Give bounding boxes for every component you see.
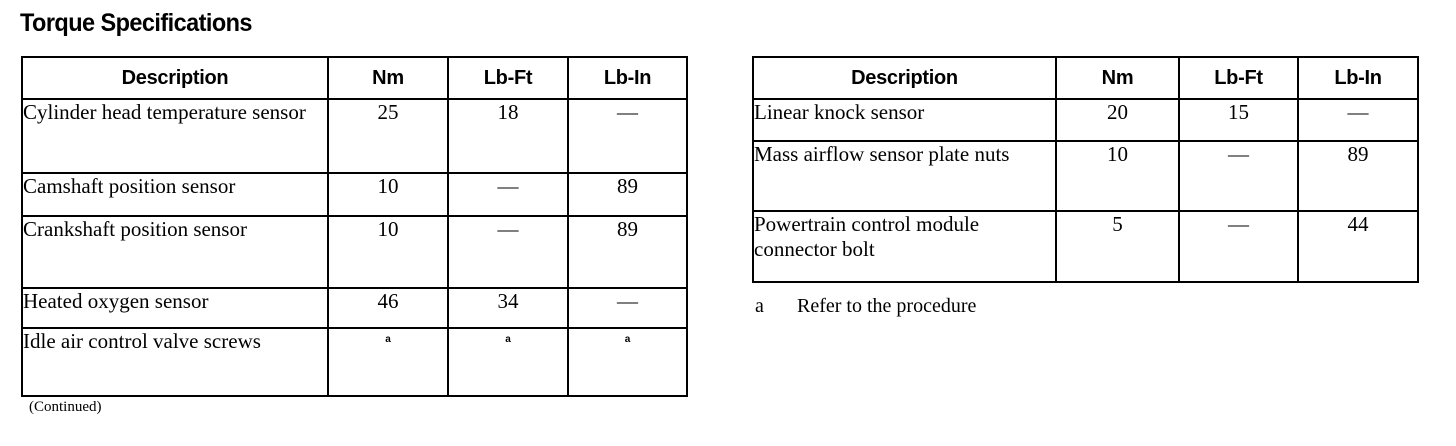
column-header-lbft: Lb-Ft [447,56,569,100]
cell-lbft: 18 [447,98,569,174]
cell-nm: 25 [327,98,449,174]
cell-description: Idle air control valve screws [21,327,329,397]
table-row: Crankshaft position sensor 10 — 89 [21,215,688,289]
cell-description: Crankshaft position sensor [21,215,329,289]
column-header-lbin: Lb-In [1297,56,1419,100]
cell-description: Powertrain control module connector bolt [752,210,1057,283]
table-row: Heated oxygen sensor 46 34 — [21,287,688,329]
cell-description: Linear knock sensor [752,98,1057,142]
table-footnote: a Refer to the procedure [755,294,976,318]
cell-nm: a [327,327,449,397]
column-header-lbft: Lb-Ft [1178,56,1299,100]
cell-lbin: 89 [567,172,688,217]
cell-nm: 46 [327,287,449,329]
cell-lbin: — [1297,98,1419,142]
table-row: Mass airflow sensor plate nuts 10 — 89 [752,140,1419,212]
cell-nm: 10 [327,215,449,289]
torque-table-right: Description Nm Lb-Ft Lb-In Linear knock … [752,56,1419,283]
cell-lbin: 44 [1297,210,1419,283]
cell-nm: 5 [1055,210,1180,283]
cell-description: Heated oxygen sensor [21,287,329,329]
table-header-row: Description Nm Lb-Ft Lb-In [21,56,688,100]
cell-lbft: — [1178,210,1299,283]
cell-lbft: — [447,172,569,217]
table-header-row: Description Nm Lb-Ft Lb-In [752,56,1419,100]
footnote-text: Refer to the procedure [797,295,977,317]
column-header-description: Description [752,56,1057,100]
cell-lbft: a [447,327,569,397]
table-row: Linear knock sensor 20 15 — [752,98,1419,142]
table-row: Powertrain control module connector bolt… [752,210,1419,283]
cell-lbin: — [567,98,688,174]
continued-note: (Continued) [29,399,102,415]
cell-lbft: — [1178,140,1299,212]
footnote-key: a [755,295,764,317]
column-header-nm: Nm [327,56,449,100]
cell-description: Camshaft position sensor [21,172,329,217]
torque-table-left: Description Nm Lb-Ft Lb-In Cylinder head… [21,56,688,397]
footnote-marker: a [505,334,511,345]
table-row: Camshaft position sensor 10 — 89 [21,172,688,217]
cell-description: Cylinder head temperature sensor [21,98,329,174]
table-row: Cylinder head temperature sensor 25 18 — [21,98,688,174]
cell-nm: 10 [327,172,449,217]
footnote-marker: a [385,334,391,345]
cell-lbin: 89 [567,215,688,289]
footnote-marker: a [624,334,631,345]
cell-nm: 10 [1055,140,1180,212]
cell-nm: 20 [1055,98,1180,142]
cell-lbft: 34 [447,287,569,329]
table-row: Idle air control valve screws a a a [21,327,688,397]
column-header-nm: Nm [1055,56,1180,100]
cell-lbin: 89 [1297,140,1419,212]
page-title: Torque Specifications [20,9,252,37]
cell-lbft: 15 [1178,98,1299,142]
cell-lbft: — [447,215,569,289]
column-header-lbin: Lb-In [567,56,688,100]
cell-lbin: a [567,327,688,397]
cell-lbin: — [567,287,688,329]
column-header-description: Description [21,56,329,100]
cell-description: Mass airflow sensor plate nuts [752,140,1057,212]
